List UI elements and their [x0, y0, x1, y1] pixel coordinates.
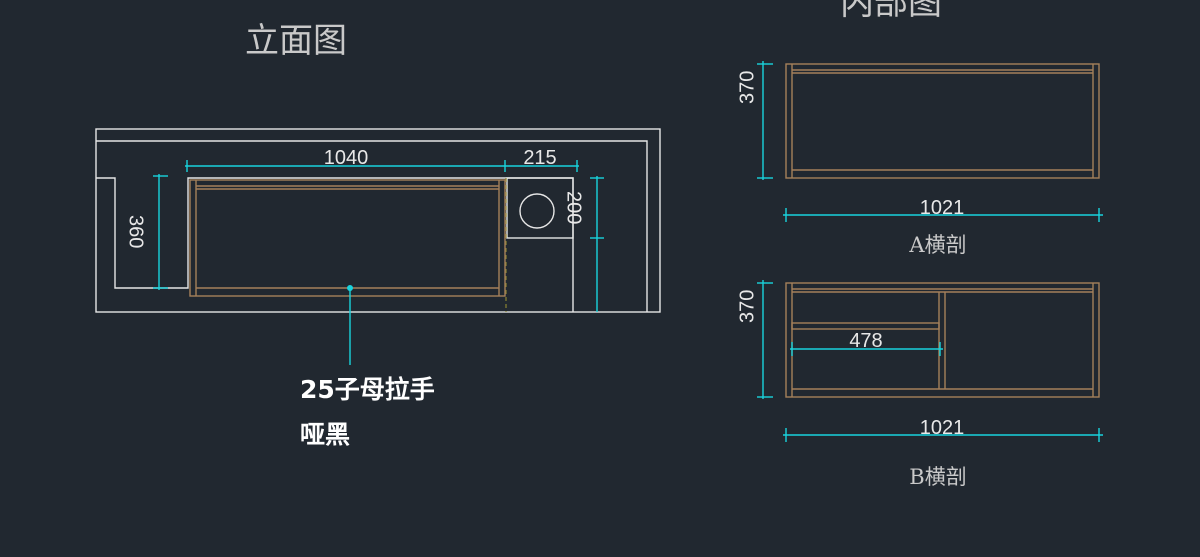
elevation-view: 立面图 1040 215 360 200 25子母拉手: [95, 21, 661, 449]
section-b-shelf-width: 478: [849, 330, 882, 352]
dim-215: 215: [523, 147, 556, 169]
dim-1040: 1040: [324, 147, 369, 169]
section-a-height: 370: [736, 71, 758, 104]
handle-note: 25子母拉手: [300, 375, 435, 404]
section-b-height: 370: [736, 290, 758, 323]
dim-360: 360: [124, 215, 146, 248]
drawer: [189, 179, 506, 297]
section-b-label: B横剖: [909, 465, 966, 489]
inner-outline: [96, 140, 648, 312]
section-a-label: A横剖: [908, 233, 966, 257]
opening-outline: [96, 177, 574, 312]
elevation-title: 立面图: [245, 21, 347, 61]
round-outlet: [519, 193, 555, 229]
shelf: [791, 322, 940, 330]
side-box: [506, 177, 574, 239]
section-b-width: 1021: [920, 417, 965, 439]
interior-view: 内部图 370 1021 A横剖 370: [736, 0, 1103, 489]
dim-200: 200: [562, 191, 584, 224]
dimensions: [153, 160, 604, 365]
section-a: 370 1021 A横剖: [736, 61, 1103, 257]
interior-title: 内部图: [840, 0, 942, 23]
finish-note: 哑黑: [300, 420, 350, 449]
cabinet-outline: [95, 128, 661, 313]
section-a-width: 1021: [920, 197, 965, 219]
section-b: 370 478 1021 B横剖: [736, 280, 1103, 489]
